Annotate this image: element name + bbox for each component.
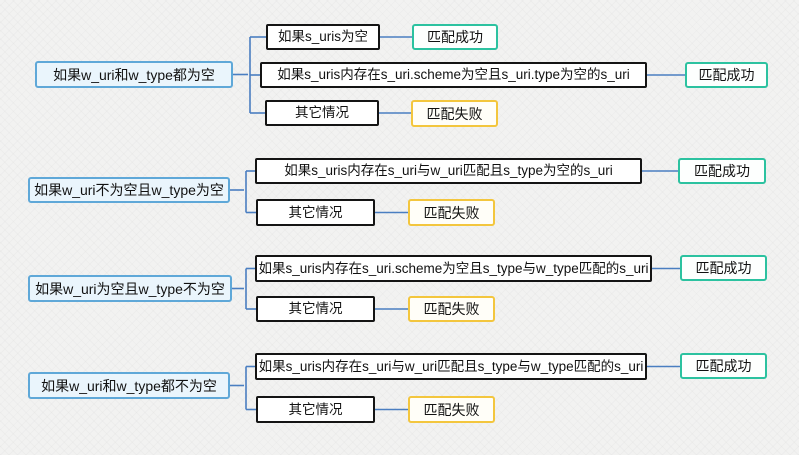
condition-node[interactable]: 如果s_uris内存在s_uri.scheme为空且s_type与w_type匹… (255, 255, 652, 282)
root-node-both-empty[interactable]: 如果w_uri和w_type都为空 (35, 61, 233, 88)
condition-node[interactable]: 如果s_uris内存在s_uri与w_uri匹配且s_type与w_type匹配… (255, 353, 647, 380)
result-node-success[interactable]: 匹配成功 (680, 255, 767, 281)
result-node-success[interactable]: 匹配成功 (678, 158, 766, 184)
condition-node[interactable]: 其它情况 (256, 199, 375, 226)
result-node-success[interactable]: 匹配成功 (680, 353, 767, 379)
condition-node[interactable]: 其它情况 (256, 396, 375, 423)
result-node-fail[interactable]: 匹配失败 (408, 296, 495, 322)
condition-node[interactable]: 其它情况 (265, 100, 379, 126)
result-node-fail[interactable]: 匹配失败 (411, 100, 498, 127)
root-node-uri-not-empty-type-empty[interactable]: 如果w_uri不为空且w_type为空 (28, 177, 230, 203)
root-node-uri-empty-type-not-empty[interactable]: 如果w_uri为空且w_type不为空 (28, 275, 232, 302)
condition-node[interactable]: 如果s_uris内存在s_uri.scheme为空且s_uri.type为空的s… (260, 62, 647, 88)
condition-node[interactable]: 其它情况 (256, 296, 375, 322)
result-node-success[interactable]: 匹配成功 (685, 62, 768, 88)
result-node-success[interactable]: 匹配成功 (412, 24, 498, 50)
condition-node[interactable]: 如果s_uris为空 (266, 24, 380, 50)
condition-node[interactable]: 如果s_uris内存在s_uri与w_uri匹配且s_type为空的s_uri (255, 158, 642, 184)
result-node-fail[interactable]: 匹配失败 (408, 199, 495, 226)
root-node-both-not-empty[interactable]: 如果w_uri和w_type都不为空 (28, 372, 230, 399)
result-node-fail[interactable]: 匹配失败 (408, 396, 495, 423)
